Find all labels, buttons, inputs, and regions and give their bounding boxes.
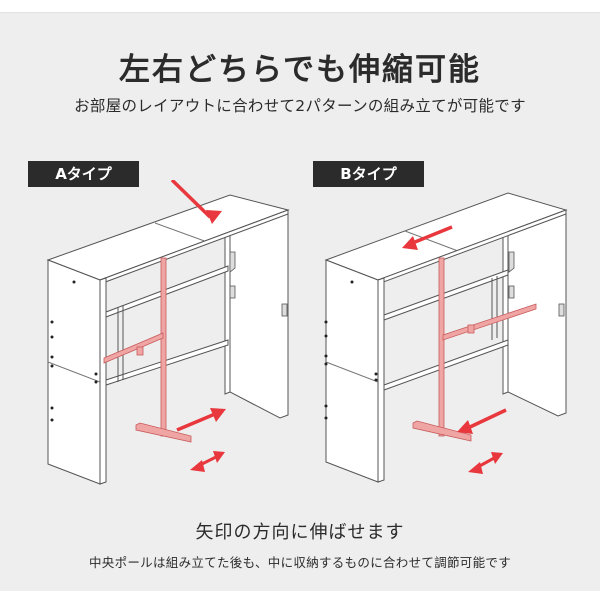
footer-note: 中央ポールは組み立てた後も、中に収納するものに合わせて調節可能です [88, 555, 512, 570]
type-b-diagram [310, 180, 580, 490]
type-a-label: Aタイプ [28, 161, 139, 187]
type-a-diagram [30, 178, 300, 490]
page-subtitle: お部屋のレイアウトに合わせて2パターンの組み立てが可能です [74, 97, 526, 115]
page-title: 左右どちらでも伸縮可能 [118, 52, 482, 88]
type-b-label: Bタイプ [313, 161, 424, 187]
footer-title: 矢印の方向に伸ばせます [195, 522, 405, 543]
